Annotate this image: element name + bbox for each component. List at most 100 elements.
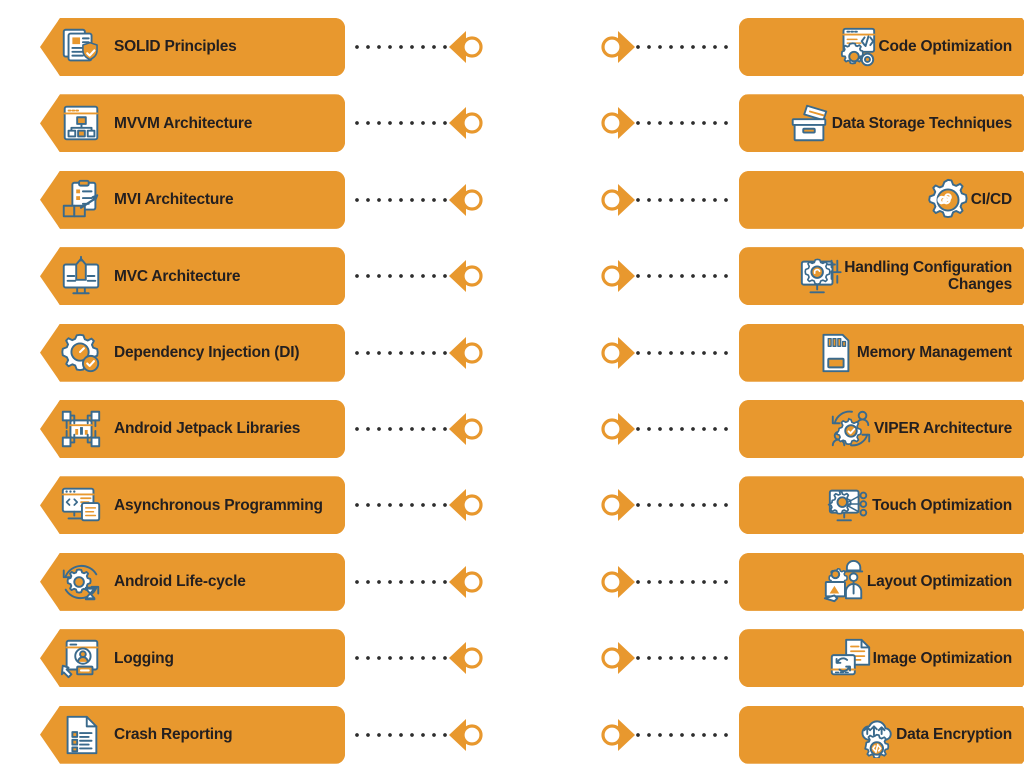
dotted-line: [355, 656, 448, 661]
pill-background: [58, 247, 345, 306]
topic-pill[interactable]: Data Storage Techniques: [739, 94, 1024, 152]
topic-row[interactable]: Layout Optimization: [576, 553, 1024, 611]
pill-background: [739, 18, 1024, 76]
topic-row[interactable]: MVI Architecture: [40, 170, 508, 229]
dotted-line: [355, 350, 448, 355]
topic-pill[interactable]: Touch Optimization: [739, 476, 1024, 534]
topic-row[interactable]: MVC Architecture: [40, 247, 508, 306]
left-pointer-marker[interactable]: [448, 256, 484, 296]
gear-hourglass-cycle-icon: [58, 559, 104, 605]
left-pointer-marker[interactable]: [448, 27, 484, 67]
topic-row[interactable]: Dependency Injection (DI): [40, 323, 508, 382]
dotted-line: [636, 197, 729, 202]
left-pointer-marker[interactable]: [448, 485, 484, 525]
topic-row[interactable]: MVVM Architecture: [40, 94, 508, 153]
left-pointer-marker[interactable]: [448, 333, 484, 373]
topic-row[interactable]: Data Storage Techniques: [576, 94, 1024, 152]
right-pointer-marker[interactable]: [600, 27, 636, 67]
topic-pill[interactable]: Code Optimization: [739, 18, 1024, 76]
topic-pill[interactable]: CI/CD: [739, 171, 1024, 229]
topic-pill[interactable]: Dependency Injection (DI): [40, 323, 345, 382]
document-shield-icon: [58, 24, 104, 70]
right-pointer-marker[interactable]: [600, 103, 636, 143]
connector: [576, 18, 739, 76]
topic-row[interactable]: Android Life-cycle: [40, 552, 508, 611]
left-pointer-marker[interactable]: [448, 715, 484, 755]
pill-background: [739, 553, 1024, 611]
connector: [345, 553, 508, 611]
dotted-line: [355, 579, 448, 584]
right-pointer-marker[interactable]: [600, 180, 636, 220]
right-pointer-marker[interactable]: [600, 485, 636, 525]
topic-row[interactable]: Handling Configuration Changes: [576, 247, 1024, 305]
clipboard-boxes-icon: [58, 177, 104, 223]
topic-pill[interactable]: Data Encryption: [739, 706, 1024, 764]
topic-row[interactable]: Memory Management: [576, 324, 1024, 382]
topic-label: Code Optimization: [878, 38, 1012, 56]
topic-row[interactable]: VIPER Architecture: [576, 400, 1024, 458]
login-user-icon: [58, 635, 104, 681]
dotted-line: [355, 121, 448, 126]
connector: [576, 553, 739, 611]
pill-background: [58, 629, 345, 688]
topic-row[interactable]: CI/CD: [576, 171, 1024, 229]
left-pointer-marker[interactable]: [448, 180, 484, 220]
dotted-line: [636, 45, 729, 49]
connector: [576, 94, 739, 152]
topic-pill[interactable]: Memory Management: [739, 324, 1024, 382]
left-pointer-marker[interactable]: [448, 638, 484, 678]
topic-row[interactable]: Logging: [40, 629, 508, 688]
topic-pill[interactable]: Asynchronous Programming: [40, 476, 345, 535]
topic-pill[interactable]: MVVM Architecture: [40, 94, 345, 153]
connector: [345, 247, 508, 305]
topic-label: VIPER Architecture: [874, 420, 1012, 438]
topic-pill[interactable]: SOLID Principles: [40, 18, 345, 76]
topic-pill[interactable]: MVI Architecture: [40, 170, 345, 229]
topic-label: Data Encryption: [896, 725, 1012, 743]
topic-pill[interactable]: Image Optimization: [739, 629, 1024, 687]
topic-row[interactable]: Asynchronous Programming: [40, 476, 508, 535]
gear-users-cycle-icon: [828, 406, 874, 452]
topic-label: CI/CD: [970, 191, 1012, 209]
left-pointer-marker[interactable]: [448, 562, 484, 602]
pill-background: [739, 94, 1024, 152]
monitor-building-icon: [58, 253, 104, 299]
blueprint-worker-icon: [821, 559, 867, 605]
topic-label: Android Jetpack Libraries: [114, 420, 301, 438]
left-pointer-marker[interactable]: [448, 409, 484, 449]
topic-row[interactable]: Image Optimization: [576, 629, 1024, 687]
report-document-icon: [58, 712, 104, 758]
connector: [576, 476, 739, 534]
connector: [345, 706, 508, 764]
topic-pill[interactable]: Logging: [40, 629, 345, 688]
topic-row[interactable]: Code Optimization: [576, 18, 1024, 76]
right-pointer-marker[interactable]: [600, 715, 636, 755]
topic-pill[interactable]: Android Life-cycle: [40, 552, 345, 611]
right-pointer-marker[interactable]: [600, 333, 636, 373]
topic-pill[interactable]: Handling Configuration Changes: [739, 247, 1024, 305]
right-pointer-marker[interactable]: [600, 409, 636, 449]
topic-pill[interactable]: VIPER Architecture: [739, 400, 1024, 458]
right-pointer-marker[interactable]: [600, 256, 636, 296]
dotted-line: [636, 503, 729, 508]
topic-label: Logging: [114, 649, 174, 667]
topic-row[interactable]: Touch Optimization: [576, 476, 1024, 534]
gear-check-icon: [58, 330, 104, 376]
pill-background: [739, 324, 1024, 382]
memory-card-icon: [811, 330, 857, 376]
topic-row[interactable]: SOLID Principles: [40, 18, 508, 76]
left-pointer-marker[interactable]: [448, 103, 484, 143]
topic-pill[interactable]: MVC Architecture: [40, 247, 345, 306]
topic-pill[interactable]: Android Jetpack Libraries: [40, 400, 345, 458]
right-pointer-marker[interactable]: [600, 562, 636, 602]
topic-pill[interactable]: Crash Reporting: [40, 705, 345, 764]
pill-background: [58, 94, 345, 153]
topic-row[interactable]: Crash Reporting: [40, 705, 508, 764]
pill-background: [739, 476, 1024, 534]
right-pointer-marker[interactable]: [600, 638, 636, 678]
topic-row[interactable]: Android Jetpack Libraries: [40, 400, 508, 458]
topic-pill[interactable]: Layout Optimization: [739, 553, 1024, 611]
topic-label: Asynchronous Programming: [114, 496, 323, 514]
topic-row[interactable]: Data Encryption: [576, 706, 1024, 764]
